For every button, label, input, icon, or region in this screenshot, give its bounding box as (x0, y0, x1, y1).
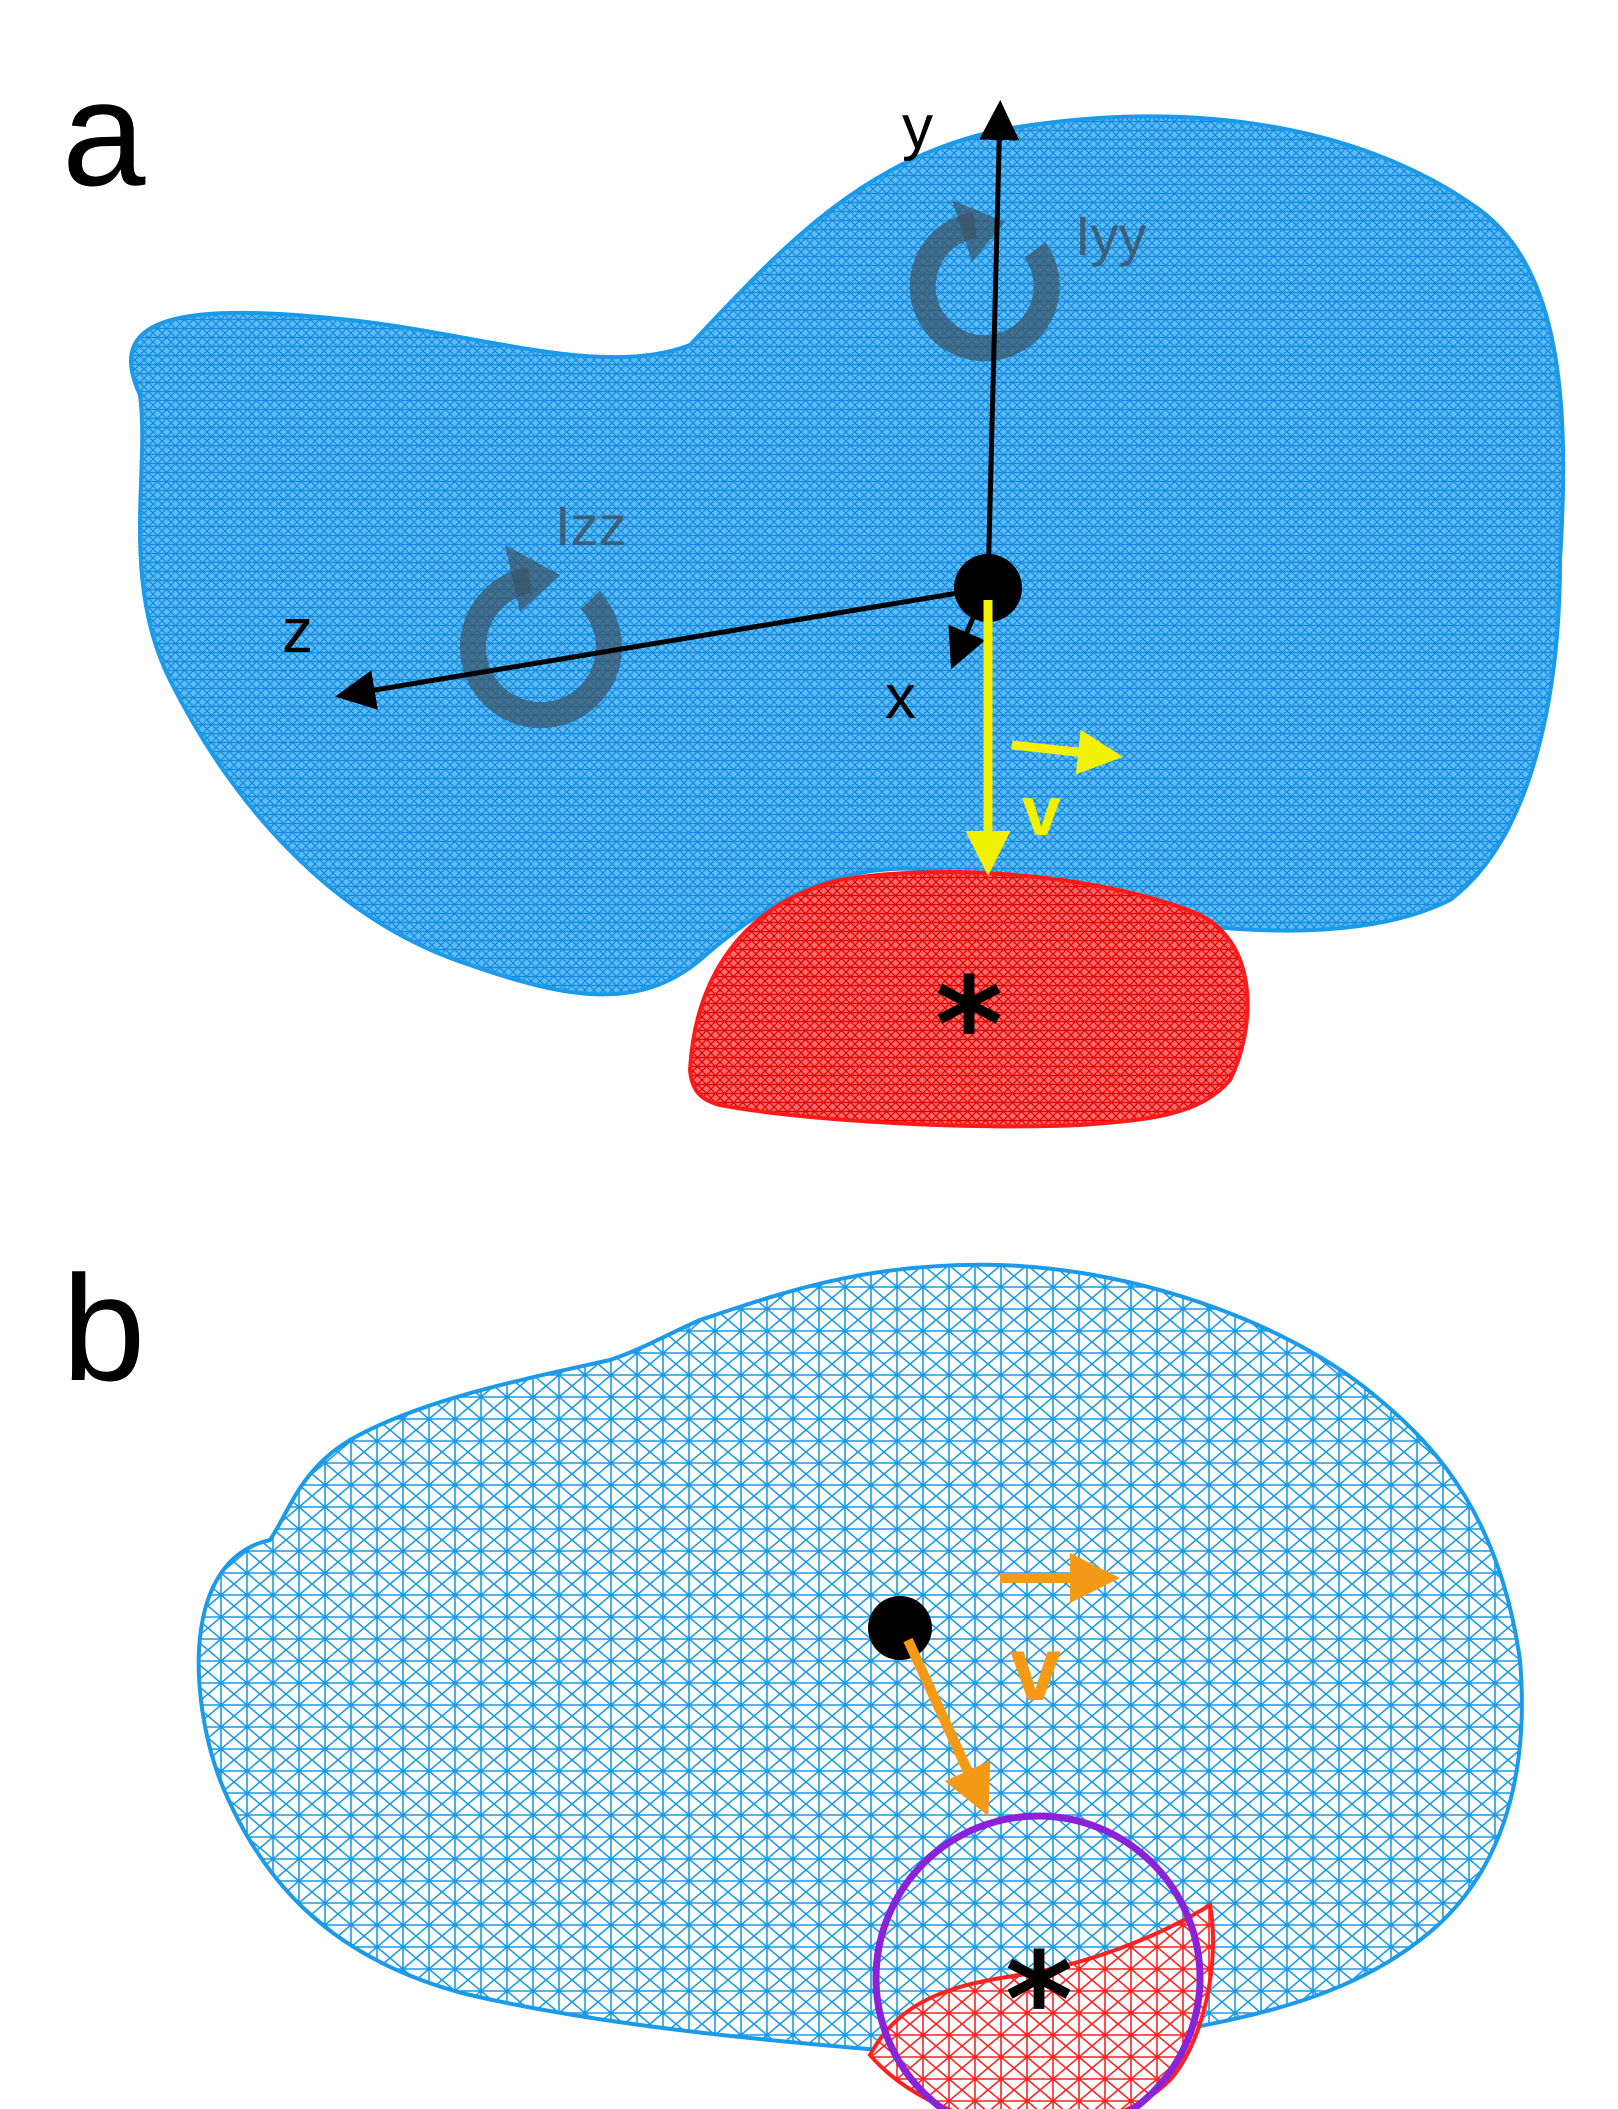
contact-mesh-b (867, 1901, 1216, 2109)
moment-label-zz: Izz (555, 494, 627, 557)
panel-b: b v * (62, 1244, 1524, 2109)
panel-a: a Iyy Izz y z x v * (62, 49, 1566, 1129)
axis-label-x: x (885, 663, 916, 732)
panel-label-a: a (62, 49, 146, 217)
axis-z-arrow (335, 585, 989, 710)
velocity-arrow-down-b (903, 1637, 991, 1817)
panel-label-b: b (62, 1244, 145, 1412)
body-mesh-a (129, 114, 1566, 997)
velocity-label-a: v (1022, 772, 1061, 850)
axis-label-z: z (282, 597, 313, 666)
moment-arrowhead-zz-icon (505, 545, 560, 612)
center-of-mass-a (954, 554, 1022, 622)
body-mesh-b (196, 1262, 1524, 2054)
contact-mesh-a (687, 870, 1250, 1129)
moment-arrow-yy-icon (909, 212, 1060, 362)
center-of-mass-b (868, 1596, 932, 1660)
axis-y-arrow (979, 100, 1020, 586)
velocity-arrow-right-a (1011, 729, 1123, 775)
contact-marker-a: * (935, 949, 1003, 1101)
moment-label-yy: Iyy (1075, 204, 1147, 267)
contact-circle-b (872, 1812, 1204, 2109)
contact-marker-b: * (1005, 1924, 1073, 2076)
velocity-label-b: v (1010, 1618, 1061, 1720)
moment-arrowhead-yy-icon (952, 200, 1005, 262)
axis-label-y: y (902, 93, 933, 162)
